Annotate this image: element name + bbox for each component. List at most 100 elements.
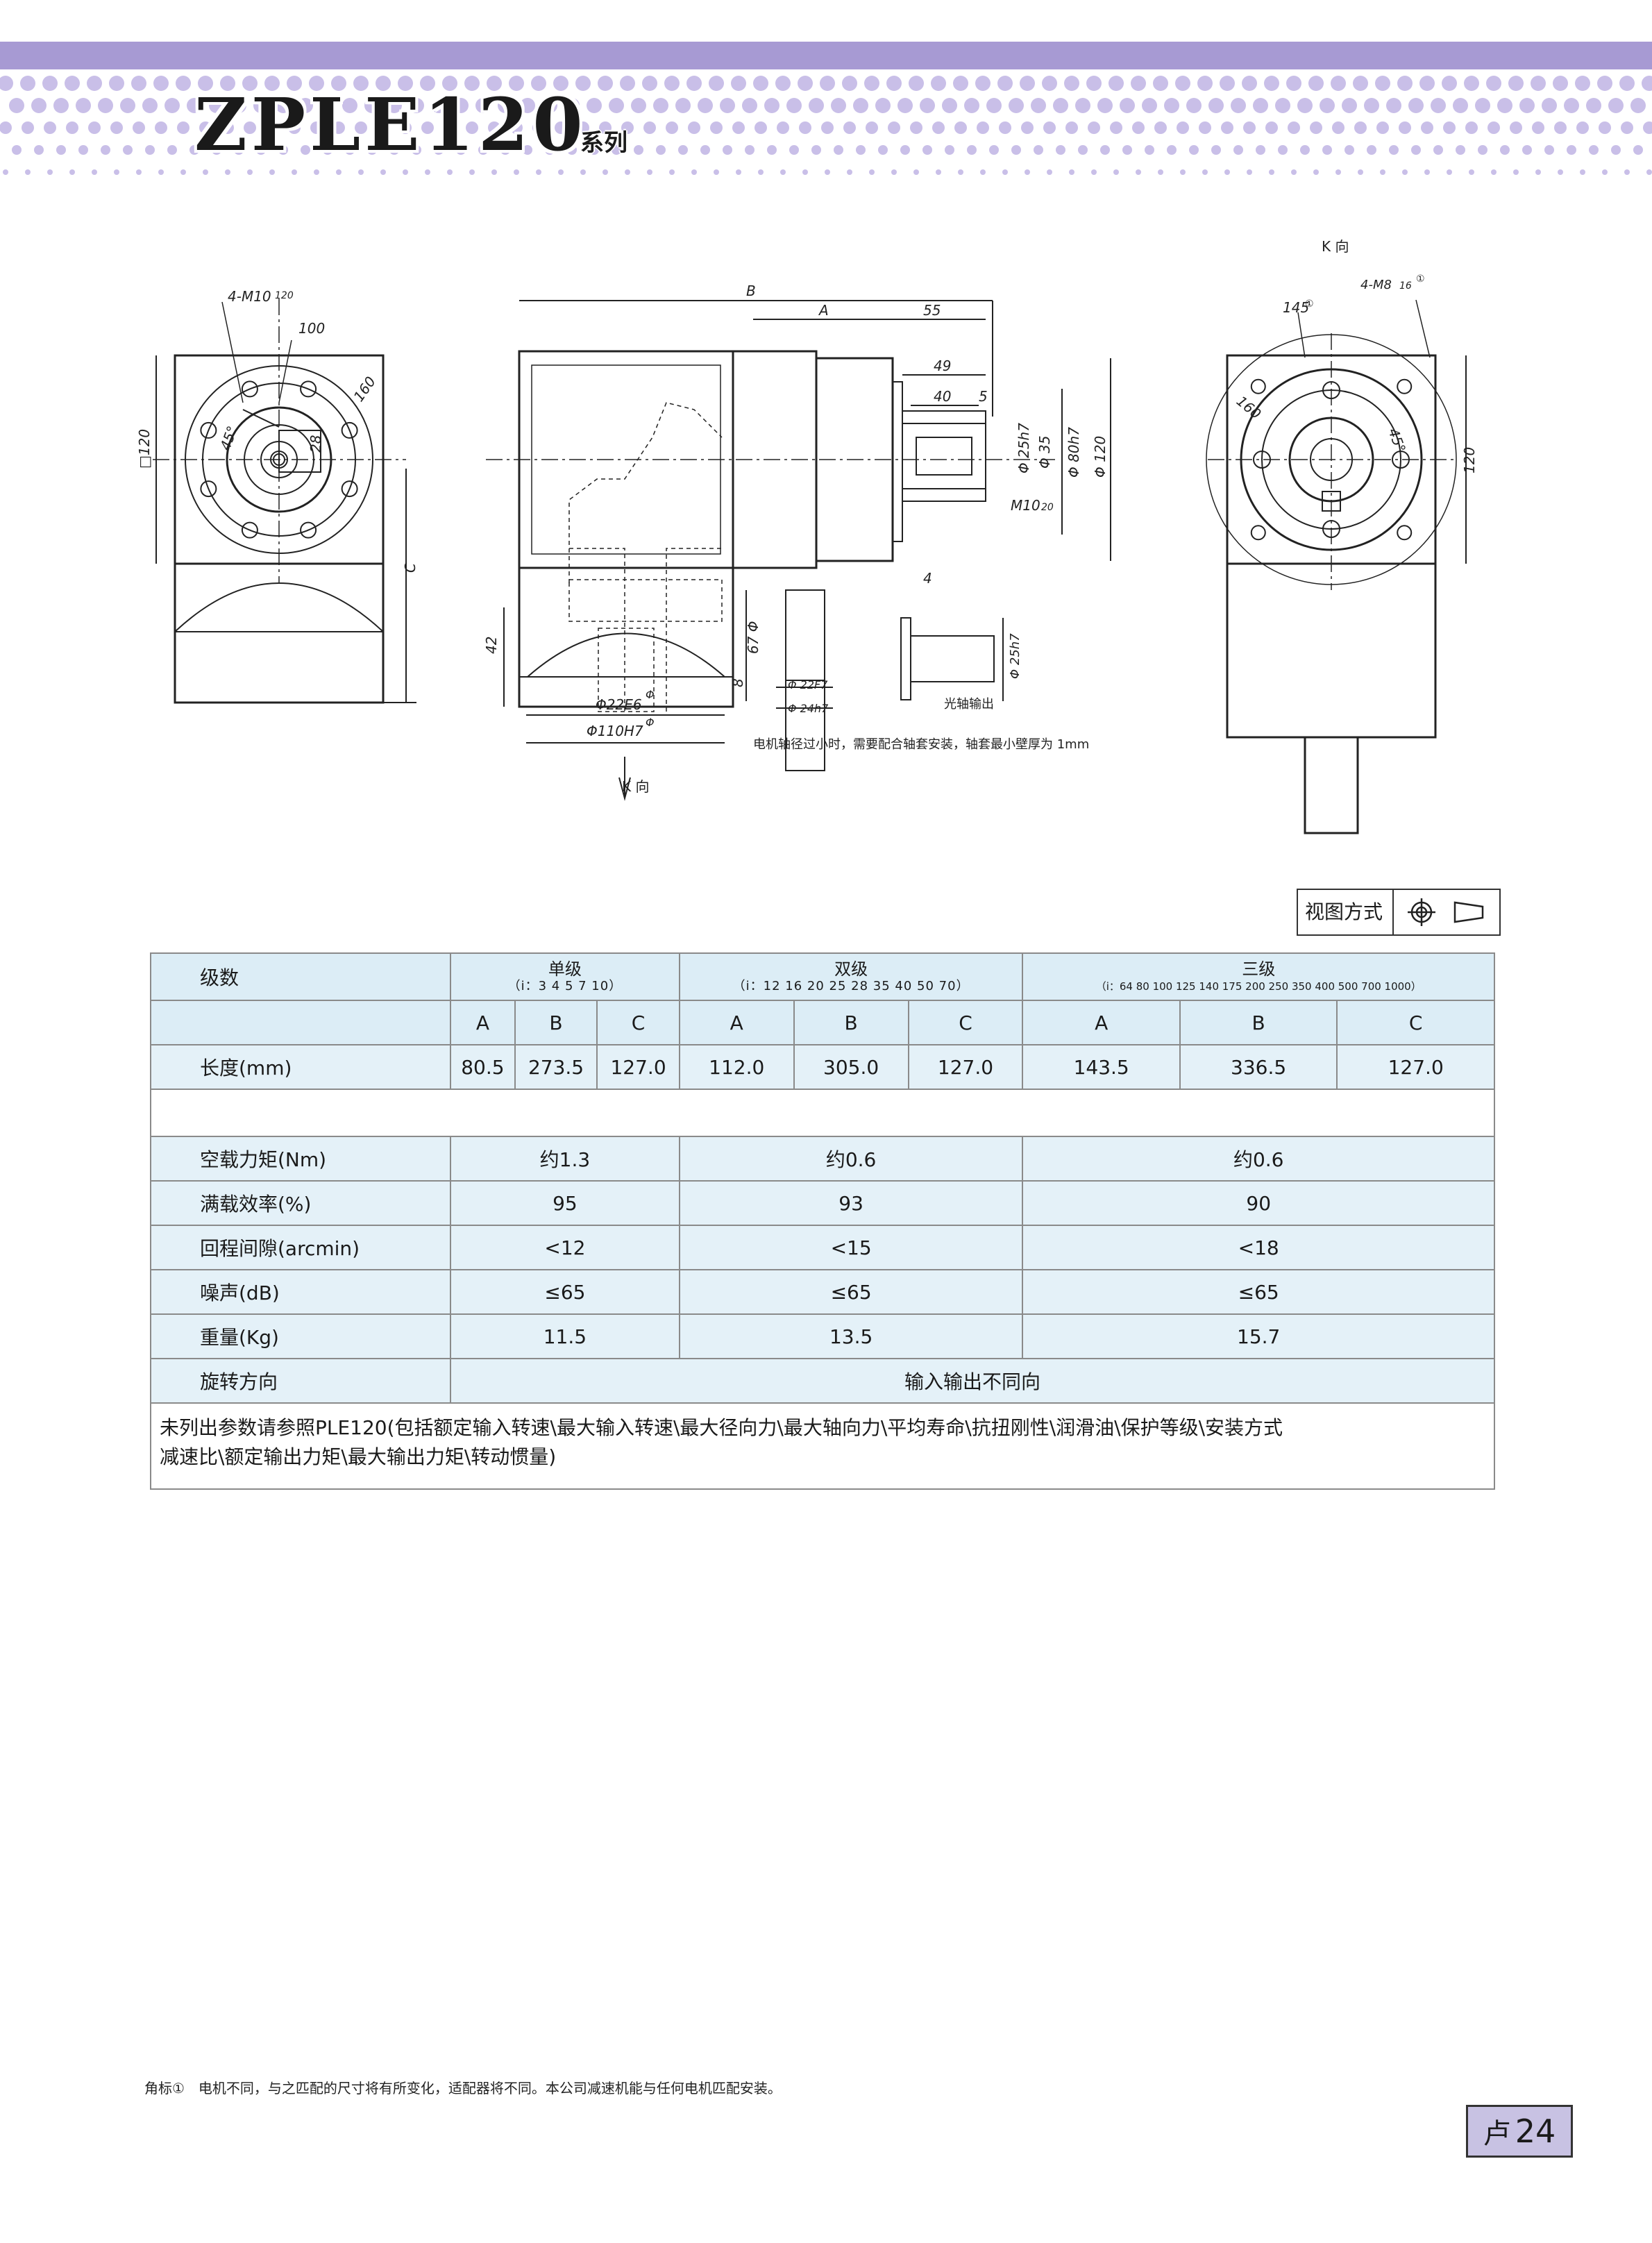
col-header: A [1022,1000,1181,1045]
col-header: B [1179,1000,1338,1045]
table-cell: ≤65 [1022,1269,1495,1315]
sleeve-d24h7-label: Φ 24h7 [788,702,829,715]
k-depth-label: 16 [1399,280,1412,292]
shaft-drawing [900,617,1004,701]
table-cell: 约1.3 [450,1136,680,1182]
k-view-title: K 向 [1322,238,1349,255]
sleeve-drawing [776,589,833,771]
front-holes-label: 4-M10 [228,288,271,305]
table-cell: 95 [450,1180,680,1226]
table-cell: <18 [1022,1225,1495,1270]
table-row: 噪声(dB) ≤65 ≤65 ≤65 [150,1269,1495,1315]
k-mark-1: ① [1416,274,1425,285]
table-cell: 90 [1022,1180,1495,1226]
table-col-row: A B C A B C A B C [150,1000,1495,1045]
side-d35-label: Φ 35 [1036,435,1053,469]
row-label: 重量(Kg) [150,1313,451,1359]
side-d4-label: 4 [923,570,932,587]
col-header: C [596,1000,680,1045]
side-d67-label: 67 Φ [745,621,761,654]
stage-label: 级数 [150,952,451,1001]
table-cell: 93 [678,1180,1024,1226]
side-d55-label: 55 [923,302,941,319]
table-cell: 15.7 [1022,1313,1495,1359]
table-cell: 输入输出不同向 [450,1358,1495,1404]
side-b-label: B [746,283,756,299]
side-d8-label: 8 [730,678,746,687]
front-dim28-label: 28 [307,435,324,453]
side-d22e6-label: Φ22E6 [596,696,642,713]
table-cell: <15 [678,1225,1024,1270]
row-label: 长度(mm) [150,1044,451,1090]
page-number: 24 [1515,2112,1556,2150]
col-header: A [678,1000,795,1045]
side-d80h7-label: Φ 80h7 [1065,427,1082,478]
table-spacer-row [150,1089,1495,1137]
page-logo-icon: 卢 [1483,2118,1511,2150]
front-d160-label: 160 [350,373,379,405]
group-header-1: 单级（i：3 4 5 7 10） [450,952,680,1001]
k-d145-label: 145 [1283,299,1309,316]
spec-table: 级数 单级（i：3 4 5 7 10） 双级（i：12 16 20 25 28 … [150,952,1495,1490]
k-mark-2: ① [1305,299,1314,310]
table-cell: 约0.6 [678,1136,1024,1182]
sleeve-note: 电机轴径过小时，需要配合轴套安装，轴套最小壁厚为 1mm [753,737,1089,752]
empty-cell [150,1000,451,1045]
note-line-1: 未列出参数请参照PLE120(包括额定输入转速\最大输入转速\最大径向力\最大轴… [160,1416,1283,1439]
side-d49-label: 49 [934,358,951,374]
side-d40-label: 40 [934,388,951,405]
row-label: 噪声(dB) [150,1269,451,1315]
side-m10-label: M10 [1011,497,1040,514]
table-row-rotation: 旋转方向 输入输出不同向 [150,1358,1495,1404]
side-phi-mark-2: Φ [646,716,655,729]
table-cell: 127.0 [596,1044,680,1090]
table-cell: ≤65 [678,1269,1024,1315]
side-m10-depth-label: 20 [1041,502,1054,513]
row-label: 空载力矩(Nm) [150,1136,451,1182]
table-cell: 13.5 [678,1313,1024,1359]
note-line-2: 减速比\额定输出力矩\最大输出力矩\转动惯量) [160,1445,557,1468]
group-header-2: 双级（i：12 16 20 25 28 35 40 50 70） [678,952,1024,1001]
banner-dot-pattern [0,42,1652,175]
table-row-length: 长度(mm) 80.5 273.5 127.0 112.0 305.0 127.… [150,1044,1495,1090]
table-row: 回程间隙(arcmin) <12 <15 <18 [150,1225,1495,1270]
footnote: 角标① 电机不同，与之匹配的尺寸将有所变化，适配器将不同。本公司减速机能与任何电… [144,2080,782,2097]
table-cell: ≤65 [450,1269,680,1315]
col-header: B [793,1000,909,1045]
technical-drawings: 4-M10 120 100 160 □120 45° 28 C B A 55 4… [136,238,1478,834]
shaft-d25h7-label: Φ 25h7 [1008,633,1022,679]
table-cell: 336.5 [1179,1044,1338,1090]
view-method-label: 视图方式 [1298,890,1394,934]
shaft-label: 光轴输出 [944,697,994,712]
front-d100-label: 100 [298,320,325,337]
projection-symbol-icon [1408,898,1484,926]
front-side-label: □120 [136,429,153,469]
row-label: 回程间隙(arcmin) [150,1225,451,1270]
table-cell: 127.0 [907,1044,1024,1090]
side-d120-label: Φ 120 [1092,436,1109,478]
header-banner [0,42,1652,184]
table-note-row: 未列出参数请参照PLE120(包括额定输入转速\最大输入转速\最大径向力\最大轴… [150,1402,1495,1490]
table-cell: 305.0 [793,1044,909,1090]
table-row: 重量(Kg) 11.5 13.5 15.7 [150,1313,1495,1359]
series-subtitle: 系列 [580,129,627,157]
side-d5-label: 5 [979,388,988,405]
table-cell: <12 [450,1225,680,1270]
sleeve-d22f7-label: Φ 22F7 [788,678,828,691]
table-cell: 143.5 [1022,1044,1181,1090]
k-angle-label: 45° [1385,426,1409,455]
table-cell: 11.5 [450,1313,680,1359]
side-d110h7-label: Φ110H7 [587,723,643,739]
col-header: C [907,1000,1024,1045]
k-d120-label: 120 [1461,447,1478,473]
row-label: 满载效率(%) [150,1180,451,1226]
table-header-row: 级数 单级（i：3 4 5 7 10） 双级（i：12 16 20 25 28 … [150,952,1495,1001]
k-d160-label: 160 [1233,392,1265,422]
k-holes-label: 4-M8 [1360,278,1392,292]
k-direction-label: K 向 [622,778,649,795]
table-row: 满载效率(%) 95 93 90 [150,1180,1495,1226]
k-view [1206,299,1467,834]
side-d25h7-label: Φ 25h7 [1015,423,1032,473]
side-view [486,300,1111,801]
table-note: 未列出参数请参照PLE120(包括额定输入转速\最大输入转速\最大径向力\最大轴… [150,1402,1495,1490]
